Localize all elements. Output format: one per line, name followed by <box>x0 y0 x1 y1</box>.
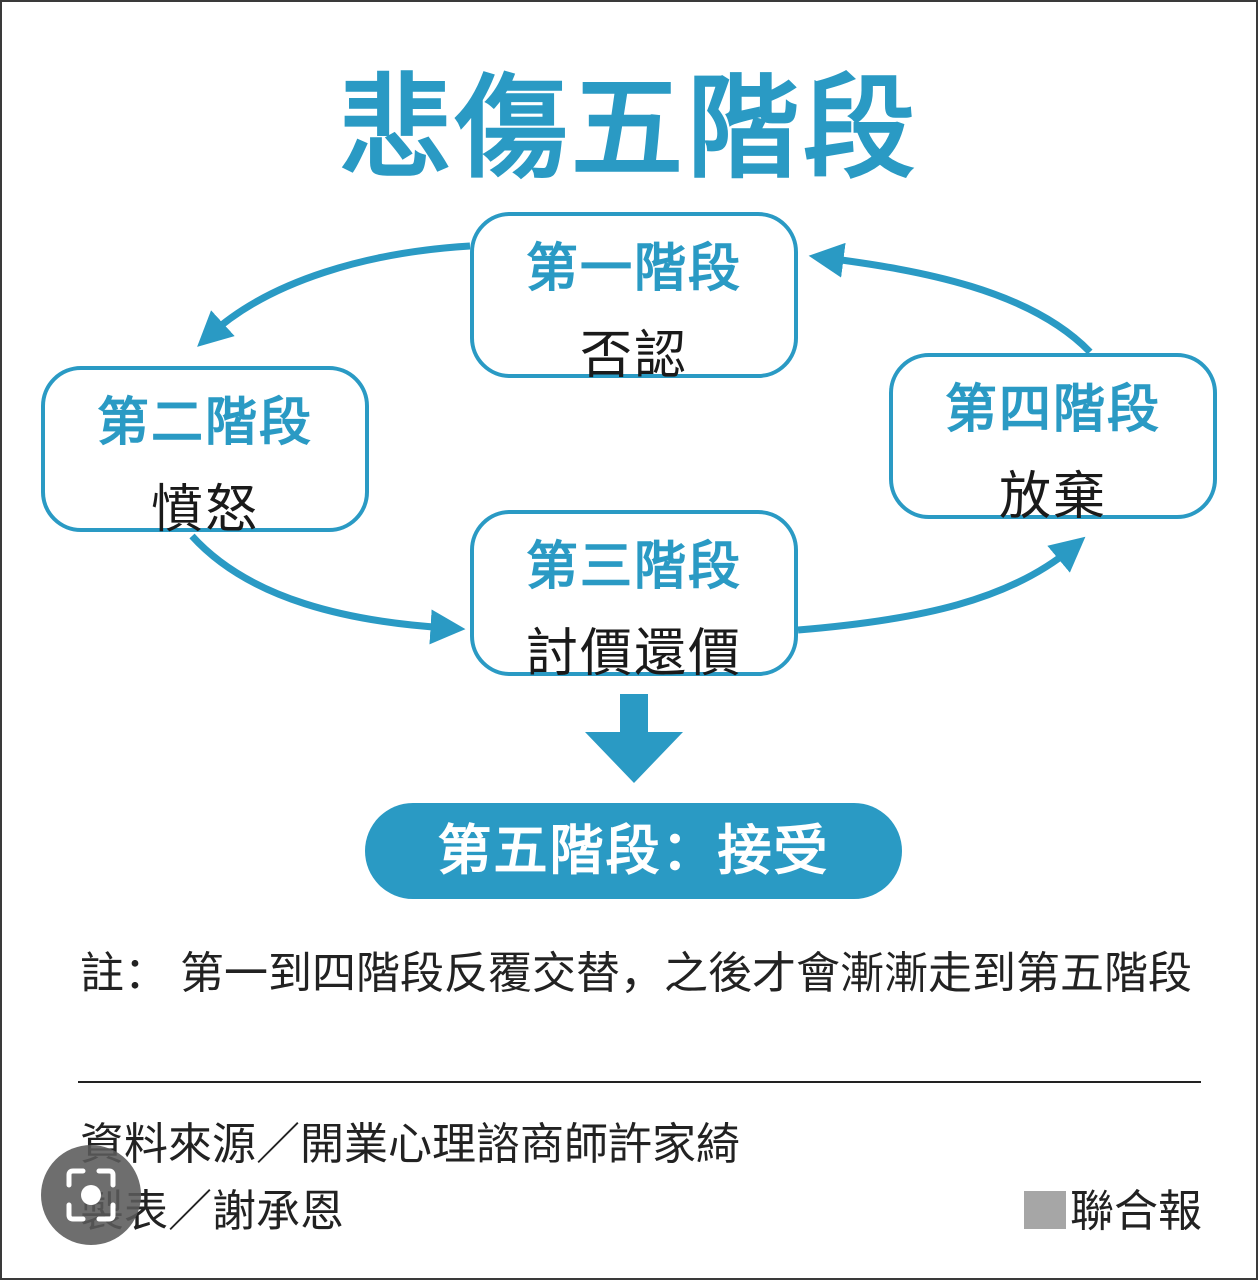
publisher-square-icon <box>1024 1191 1066 1229</box>
stage-2-name: 憤怒 <box>150 480 259 540</box>
footnote: 註：第一到四階段反覆交替，之後才會漸漸走到第五階段 <box>80 945 1210 1003</box>
stage-box-1: 第一階段 否認 <box>470 212 798 386</box>
stage-box-4: 第四階段 放棄 <box>889 353 1217 527</box>
source-credit: 資料來源／開業心理諮商師許家綺 <box>80 1119 740 1170</box>
arrow-stage4-to-stage1 <box>808 242 1093 355</box>
stage-box-2: 第二階段 憤怒 <box>41 366 369 540</box>
footnote-prefix: 註： <box>80 948 168 999</box>
stage-4-name: 放棄 <box>998 467 1107 527</box>
stage-3-label: 第三階段 <box>525 537 742 597</box>
arrow-stage2-to-stage3 <box>189 533 466 645</box>
stage-4-label: 第四階段 <box>944 380 1161 440</box>
publisher-mark: 聯合報 <box>1024 1175 1202 1239</box>
stage-1-name: 否認 <box>579 326 688 386</box>
final-stage-pill: 第五階段：接受 <box>365 803 902 899</box>
publisher-name: 聯合報 <box>1070 1186 1202 1237</box>
arrow-stage1-to-stage2 <box>197 242 471 347</box>
lens-icon[interactable] <box>41 1145 141 1245</box>
arrow-down-to-final <box>585 694 683 783</box>
lens-glyph <box>66 1168 116 1222</box>
arrow-stage3-to-stage4 <box>797 536 1086 634</box>
stage-box-3: 第三階段 討價還價 <box>470 510 798 684</box>
stage-2-label: 第二階段 <box>96 393 313 453</box>
figure-title: 悲傷五階段 <box>339 64 919 194</box>
footnote-text: 第一到四階段反覆交替，之後才會漸漸走到第五階段 <box>180 948 1192 999</box>
divider-line <box>78 1081 1201 1083</box>
stage-3-name: 討價還價 <box>525 624 742 684</box>
stage-1-label: 第一階段 <box>525 239 742 299</box>
